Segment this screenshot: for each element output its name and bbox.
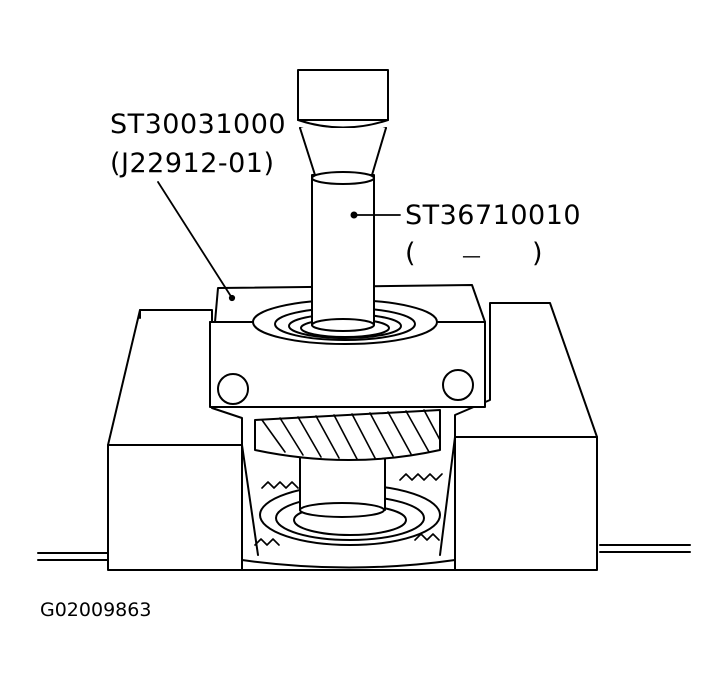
helical-gear (254, 409, 441, 461)
tool-2-part-number: ST36710010 (405, 200, 582, 231)
lower-gear-ring (254, 473, 443, 546)
tool-1-part-number: ST30031000 (110, 109, 287, 140)
figure-id: G02009863 (40, 599, 152, 621)
leader-lines (157, 181, 401, 302)
tool-2-alt-dash: — (462, 245, 481, 267)
drift-tool (297, 69, 389, 332)
cavity (241, 436, 456, 571)
tool-2-alt-open-paren: ( (405, 238, 417, 269)
left-support-block (107, 309, 243, 571)
tool-1-kent-moore-number: (J22912-01) (110, 148, 275, 179)
right-support-block (454, 302, 598, 571)
bench-surface (37, 544, 691, 561)
lower-shaft (299, 454, 386, 518)
tool-2-alt-close-paren: ) (532, 238, 544, 269)
